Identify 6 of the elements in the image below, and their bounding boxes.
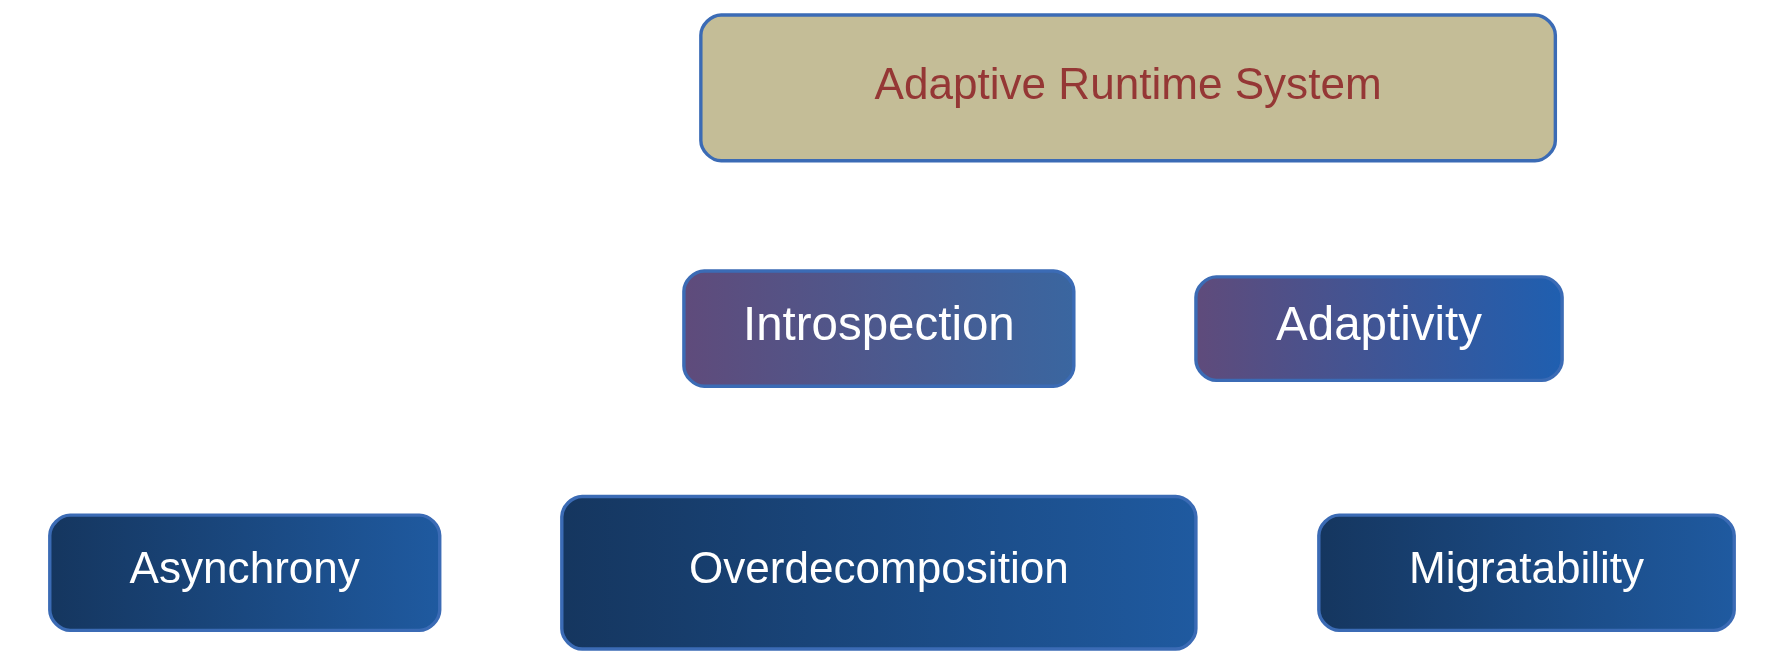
node-box: Migratability xyxy=(1316,513,1736,633)
node-box: Asynchrony xyxy=(47,513,441,633)
node-box: Adaptive Runtime System xyxy=(698,13,1557,163)
node-box: Adaptivity xyxy=(1193,275,1564,382)
node-box: Overdecomposition xyxy=(559,494,1198,651)
node-box: Introspection xyxy=(681,269,1076,388)
